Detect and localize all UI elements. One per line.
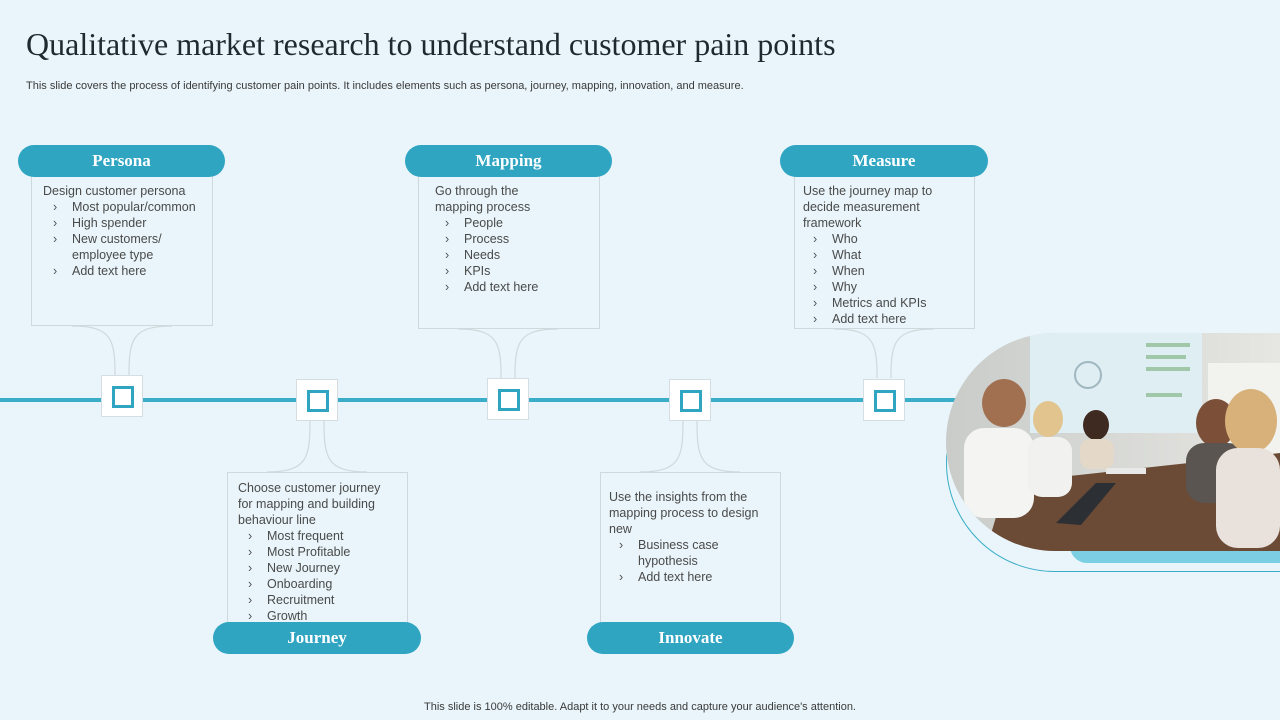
list-item: New Journey bbox=[248, 560, 407, 576]
list-item: Needs bbox=[445, 247, 599, 263]
step-intro: Use the insights from the mapping proces… bbox=[609, 490, 759, 536]
list-item: Recruitment bbox=[248, 592, 407, 608]
step-label-journey: Journey bbox=[213, 622, 421, 654]
list-item: Add text here bbox=[619, 569, 780, 585]
list-item: Onboarding bbox=[248, 576, 407, 592]
list-item: What bbox=[813, 247, 974, 263]
connector-journey-right bbox=[323, 420, 368, 473]
step-label-mapping: Mapping bbox=[405, 145, 612, 177]
step-label-persona: Persona bbox=[18, 145, 225, 177]
list-item: Process bbox=[445, 231, 599, 247]
connector-innovate-left bbox=[639, 420, 684, 473]
list-item: Add text here bbox=[53, 263, 212, 279]
step-list: Most frequent Most Profitable New Journe… bbox=[238, 528, 407, 623]
page-title: Qualitative market research to understan… bbox=[26, 26, 836, 62]
connector-mapping-left bbox=[457, 328, 502, 379]
list-item: When bbox=[813, 263, 974, 279]
connector-journey-left bbox=[266, 420, 311, 473]
list-item: Most popular/common bbox=[53, 199, 212, 215]
list-item: Add text here bbox=[813, 311, 974, 327]
step-intro: Use the journey map to decide measuremen… bbox=[803, 184, 933, 230]
timeline-node-mapping bbox=[487, 378, 529, 420]
list-item: Most Profitable bbox=[248, 544, 407, 560]
list-item: Most frequent bbox=[248, 528, 407, 544]
step-box-mapping: Go through the mapping process People Pr… bbox=[418, 172, 600, 329]
connector-innovate-right bbox=[696, 420, 741, 473]
step-list: Who What When Why Metrics and KPIs Add t… bbox=[803, 231, 974, 327]
list-item: New customers/ employee type bbox=[53, 231, 187, 263]
step-intro: Choose customer journey for mapping and … bbox=[238, 481, 381, 527]
timeline-node-innovate bbox=[669, 379, 711, 421]
list-item: People bbox=[445, 215, 599, 231]
meeting-photo bbox=[946, 333, 1280, 551]
step-list: People Process Needs KPIs Add text here bbox=[435, 215, 599, 295]
connector-measure-right bbox=[890, 328, 935, 379]
connector-persona-right bbox=[128, 325, 173, 376]
list-item: Who bbox=[813, 231, 974, 247]
page-subtitle: This slide covers the process of identif… bbox=[26, 80, 744, 92]
step-label-innovate: Innovate bbox=[587, 622, 794, 654]
timeline-node-persona bbox=[101, 375, 143, 417]
step-list: Business case hypothesis Add text here bbox=[609, 537, 780, 585]
timeline-node-measure bbox=[863, 379, 905, 421]
list-item: Business case hypothesis bbox=[619, 537, 733, 569]
step-label-measure: Measure bbox=[780, 145, 988, 177]
list-item: Why bbox=[813, 279, 974, 295]
step-box-persona: Design customer persona Most popular/com… bbox=[31, 172, 213, 326]
list-item: Add text here bbox=[445, 279, 599, 295]
step-intro: Design customer persona bbox=[43, 184, 186, 198]
step-list: Most popular/common High spender New cus… bbox=[43, 199, 212, 279]
list-item: KPIs bbox=[445, 263, 599, 279]
meeting-photo-illustration bbox=[946, 333, 1280, 551]
step-intro: Go through the mapping process bbox=[435, 184, 531, 214]
step-box-journey: Choose customer journey for mapping and … bbox=[227, 472, 408, 624]
list-item: High spender bbox=[53, 215, 212, 231]
footer-note: This slide is 100% editable. Adapt it to… bbox=[424, 701, 856, 713]
connector-measure-left bbox=[833, 328, 878, 379]
step-box-measure: Use the journey map to decide measuremen… bbox=[794, 172, 975, 329]
list-item: Growth bbox=[248, 608, 407, 623]
timeline-node-journey bbox=[296, 379, 338, 421]
step-box-innovate: Use the insights from the mapping proces… bbox=[600, 472, 781, 624]
timeline-line bbox=[0, 398, 960, 402]
connector-mapping-right bbox=[514, 328, 559, 379]
list-item: Metrics and KPIs bbox=[813, 295, 974, 311]
connector-persona-left bbox=[71, 325, 116, 376]
